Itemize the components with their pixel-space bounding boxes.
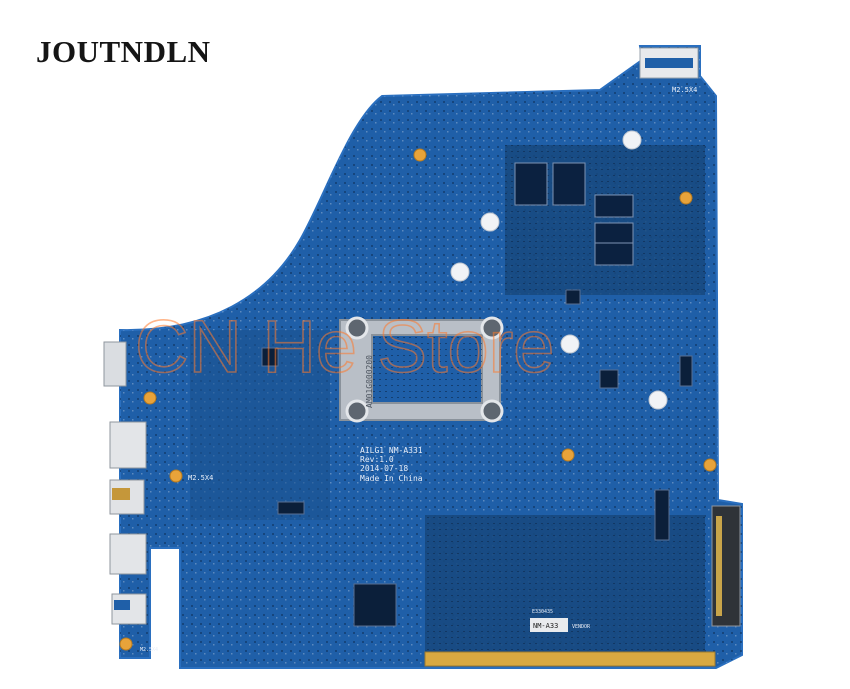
silk-screw-mark-bottom: M2.5X4 — [140, 647, 158, 653]
gold-edge-connector — [424, 651, 716, 667]
store-watermark: CN He Store — [135, 305, 554, 388]
silk-screw-mark-left: M2.5X4 — [188, 474, 213, 482]
cpu-heatsink-bracket: AM01G000200 — [339, 316, 504, 423]
brand-logo: JOUTNDLN — [36, 34, 211, 69]
silk-screw-mark-top: M2.5X4 — [672, 86, 697, 94]
label-code2: E330435 — [532, 609, 553, 615]
sata-connector — [711, 505, 741, 627]
left-ports — [103, 341, 147, 625]
label-code: NM-A33 — [533, 622, 558, 630]
silk-origin: Made In China — [360, 474, 423, 483]
silk-rev: Rev:1.0 — [360, 455, 394, 464]
heatsink-code: AM01G000200 — [365, 355, 374, 408]
silk-date: 2014-07-18 — [360, 464, 408, 473]
label-sticker: NM-A33 E330435 VENDOR — [530, 609, 591, 632]
memory-chips — [514, 162, 634, 266]
label-vendor: VENDOR — [572, 624, 591, 630]
silk-model: AILG1 NM-A331 — [360, 446, 423, 455]
